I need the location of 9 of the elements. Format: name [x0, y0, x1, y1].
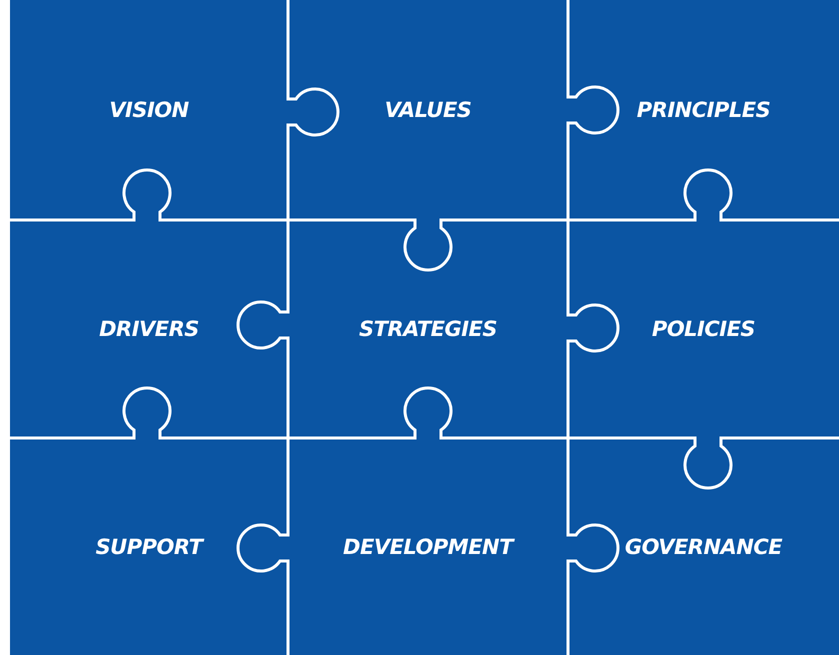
puzzle-piece: DEVELOPMENT	[288, 438, 568, 655]
puzzle-piece: GOVERNANCE	[568, 438, 839, 655]
puzzle-piece: DRIVERS	[10, 220, 288, 438]
puzzle-piece: STRATEGIES	[288, 220, 568, 438]
puzzle-piece: VALUES	[288, 0, 568, 220]
puzzle-piece: POLICIES	[568, 220, 839, 438]
puzzle-piece: PRINCIPLES	[568, 0, 839, 220]
puzzle-piece: SUPPORT	[10, 438, 288, 655]
puzzle-piece: VISION	[10, 0, 288, 220]
